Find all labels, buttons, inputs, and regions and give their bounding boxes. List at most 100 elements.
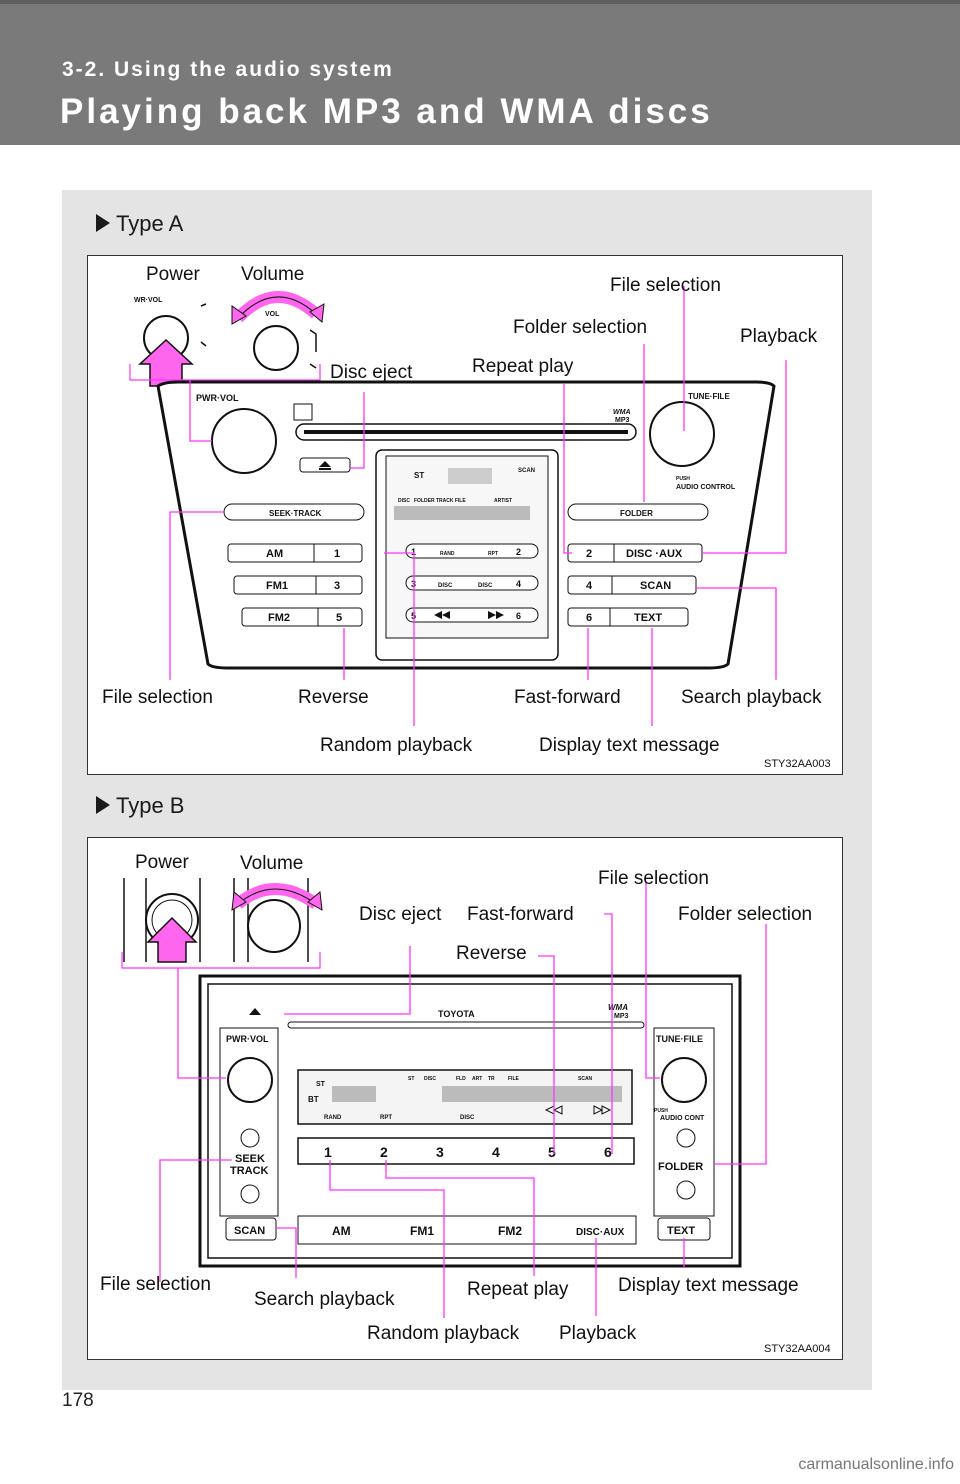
label-volume: Volume: [240, 853, 304, 874]
svg-text:SCAN: SCAN: [578, 1076, 593, 1082]
label-folder-selection: Folder selection: [678, 904, 813, 925]
type-a-heading: Type A: [96, 211, 183, 237]
svg-text:FM2: FM2: [268, 612, 290, 624]
page-number: 178: [62, 1390, 94, 1411]
label-repeat-play: Repeat play: [467, 1279, 569, 1300]
label-power: Power: [135, 852, 189, 873]
page-header: 3-2. Using the audio system Playing back…: [0, 0, 960, 145]
svg-text:AM: AM: [266, 548, 283, 560]
svg-text:BT: BT: [308, 1095, 319, 1104]
svg-text:AM: AM: [332, 1224, 351, 1238]
svg-text:5: 5: [548, 1144, 556, 1160]
svg-text:ARTIST: ARTIST: [494, 498, 512, 504]
triangle-bullet-icon: [96, 796, 110, 814]
svg-text:RPT: RPT: [488, 551, 498, 557]
tune-file-knob: [649, 401, 715, 467]
type-a-label: Type A: [116, 211, 184, 236]
svg-text:TR: TR: [488, 1076, 495, 1082]
svg-text:DISC: DISC: [438, 583, 453, 589]
svg-text:2: 2: [380, 1144, 388, 1160]
label-repeat-play: Repeat play: [472, 356, 574, 377]
svg-text:4: 4: [516, 579, 521, 589]
type-a-right-buttons: FOLDER 2 DISC ·AUX 4 SCAN 6 TEXT: [567, 503, 709, 627]
svg-text:WMA: WMA: [613, 409, 631, 416]
svg-text:1: 1: [411, 547, 416, 557]
svg-text:PUSH: PUSH: [676, 476, 690, 482]
svg-text:PUSH: PUSH: [654, 1108, 668, 1114]
svg-text:DISC ·AUX: DISC ·AUX: [626, 548, 683, 560]
label-file-selection-top: File selection: [598, 868, 709, 889]
label-search-playback: Search playback: [254, 1289, 395, 1310]
label-reverse: Reverse: [298, 687, 369, 708]
label-search-playback: Search playback: [681, 687, 822, 708]
svg-text:FLD: FLD: [456, 1076, 466, 1082]
svg-text:MP3: MP3: [615, 417, 630, 424]
svg-text:TUNE·FILE: TUNE·FILE: [688, 392, 730, 401]
svg-text:SEEK·TRACK: SEEK·TRACK: [269, 509, 322, 518]
svg-text:AUDIO CONT: AUDIO CONT: [660, 1115, 705, 1122]
type-a-callouts: [169, 286, 787, 726]
label-folder-selection: Folder selection: [513, 317, 648, 338]
svg-text:FM1: FM1: [266, 580, 288, 592]
svg-text:ST: ST: [408, 1076, 414, 1082]
pwr-vol-knob: [211, 408, 277, 474]
volume-knob-inset: [253, 325, 299, 371]
svg-text:5: 5: [336, 612, 342, 624]
label-file-selection-left: File selection: [102, 687, 213, 708]
svg-text:SCAN: SCAN: [518, 468, 535, 474]
type-b-callouts: [159, 882, 767, 1318]
svg-text:TOYOTA: TOYOTA: [438, 1009, 475, 1019]
label-reverse: Reverse: [456, 943, 527, 964]
svg-text:AUDIO CONTROL: AUDIO CONTROL: [676, 484, 736, 491]
label-file-selection-top: File selection: [610, 275, 721, 296]
label-fast-forward: Fast-forward: [467, 904, 574, 925]
figure-code-b: STY32AA004: [764, 1343, 831, 1355]
svg-text:DISC: DISC: [460, 1115, 475, 1121]
header-rule: [0, 0, 960, 4]
svg-text:RAND: RAND: [440, 551, 455, 557]
label-file-selection-left: File selection: [100, 1274, 211, 1295]
watermark: carmanualsonline.info: [798, 1456, 954, 1473]
svg-text:4: 4: [492, 1144, 500, 1160]
type-a-inset: WR·VOL VOL: [129, 291, 325, 387]
svg-text:6: 6: [586, 612, 592, 624]
svg-text:TRACK: TRACK: [230, 1165, 269, 1177]
page-title: Playing back MP3 and WMA discs: [60, 92, 713, 131]
svg-text:FM1: FM1: [410, 1224, 434, 1238]
svg-text:FILE: FILE: [508, 1076, 519, 1082]
svg-text:PWR·VOL: PWR·VOL: [226, 1034, 269, 1044]
label-power: Power: [146, 264, 200, 285]
figure-code-a: STY32AA003: [764, 758, 831, 770]
svg-text:SEEK: SEEK: [235, 1153, 265, 1165]
svg-text:TEXT: TEXT: [634, 612, 662, 624]
svg-text:RPT: RPT: [380, 1115, 392, 1121]
type-a-figure: WR·VOL VOL PWR·VOL WMA MP3 TUNE·FILE PUS…: [87, 255, 843, 775]
svg-text:FOLDER TRACK FILE: FOLDER TRACK FILE: [414, 498, 466, 504]
type-a-display-buttons: 1 RAND RPT 2 3 DISC DISC 4 5 6: [405, 543, 539, 623]
label-random-playback: Random playback: [320, 735, 473, 756]
label-random-playback: Random playback: [367, 1323, 520, 1344]
svg-text:DISC: DISC: [478, 583, 493, 589]
svg-text:TEXT: TEXT: [667, 1225, 695, 1237]
svg-text:DISC·AUX: DISC·AUX: [576, 1227, 625, 1238]
svg-text:FOLDER: FOLDER: [620, 509, 653, 518]
svg-text:6: 6: [516, 611, 521, 621]
type-b-inset: [121, 878, 323, 969]
label-display-text-message: Display text message: [539, 735, 720, 756]
svg-text:TUNE·FILE: TUNE·FILE: [656, 1034, 703, 1044]
svg-text:ART: ART: [472, 1076, 482, 1082]
svg-text:SCAN: SCAN: [640, 580, 671, 592]
section-heading: 3-2. Using the audio system: [62, 58, 394, 81]
type-b-label: Type B: [116, 793, 185, 818]
type-b-diagram: TOYOTA WMA MP3 PWR·VOL SEEK TRACK TUNE·F…: [121, 878, 767, 1318]
svg-text:2: 2: [516, 547, 521, 557]
svg-text:3: 3: [436, 1144, 444, 1160]
svg-text:PWR·VOL: PWR·VOL: [196, 393, 239, 403]
label-disc-eject: Disc eject: [330, 362, 413, 383]
label-display-text-message: Display text message: [618, 1275, 799, 1296]
label-playback: Playback: [559, 1323, 637, 1344]
type-a-diagram: WR·VOL VOL PWR·VOL WMA MP3 TUNE·FILE PUS…: [129, 286, 787, 726]
svg-text:WMA: WMA: [608, 1003, 628, 1012]
svg-text:ST: ST: [414, 471, 424, 480]
svg-text:FM2: FM2: [498, 1224, 522, 1238]
